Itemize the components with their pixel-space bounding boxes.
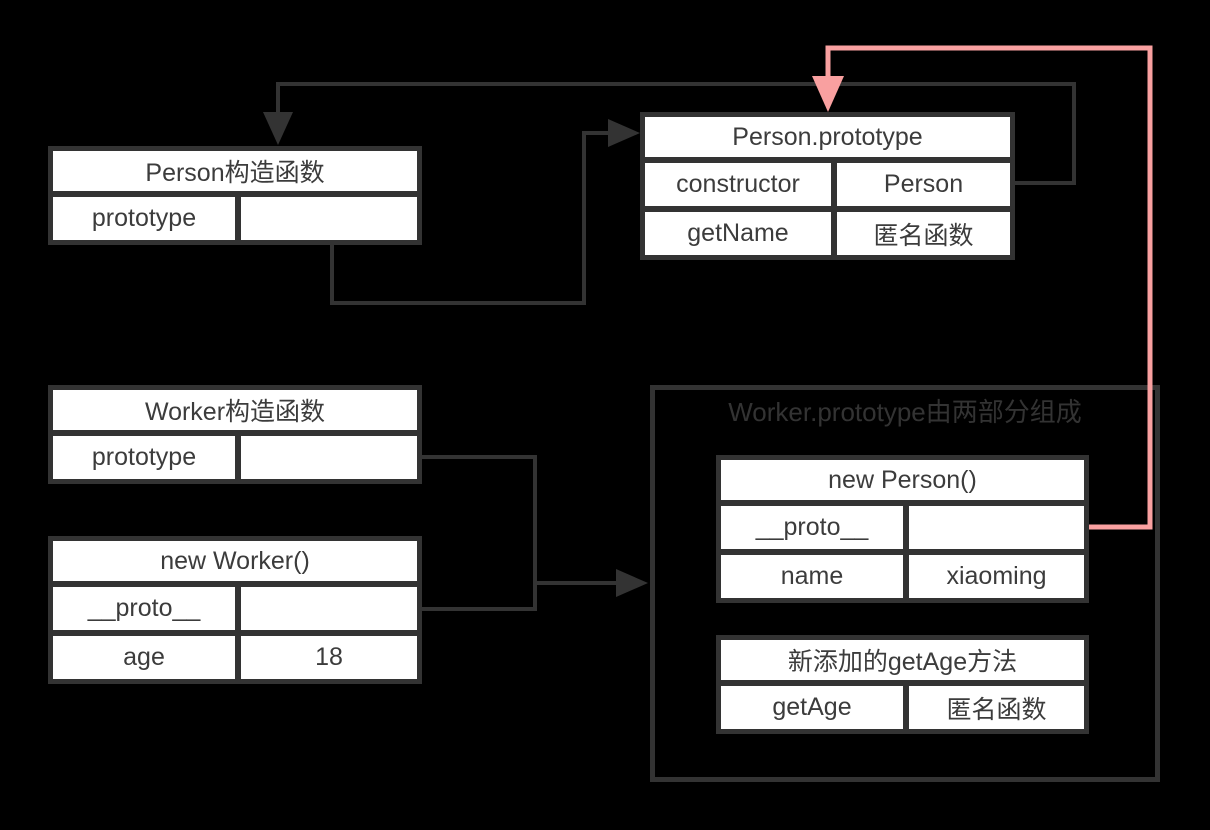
cell-key: getName bbox=[645, 212, 831, 255]
person-prototype-box: Person.prototype constructor Person getN… bbox=[640, 112, 1015, 260]
table-row: getAge 匿名函数 bbox=[721, 686, 1084, 729]
new-person-box: new Person() __proto__ name xiaoming bbox=[716, 455, 1089, 603]
arrowhead-right-icon bbox=[616, 569, 648, 597]
table-row: getName 匿名函数 bbox=[645, 212, 1010, 255]
new-worker-box: new Worker() __proto__ age 18 bbox=[48, 536, 422, 684]
cell-value bbox=[241, 436, 417, 479]
cell-key: name bbox=[721, 555, 903, 598]
cell-key: __proto__ bbox=[53, 587, 235, 630]
worker-prototype-container-title: Worker.prototype由两部分组成 bbox=[728, 397, 1082, 427]
arrow-worker-links-to-container bbox=[422, 455, 648, 611]
table-row: prototype bbox=[53, 197, 417, 240]
cell-key: prototype bbox=[53, 436, 235, 479]
table-row: age 18 bbox=[53, 636, 417, 679]
person-constructor-box: Person构造函数 prototype bbox=[48, 146, 422, 245]
cell-value: Person bbox=[837, 163, 1010, 206]
person-constructor-title: Person构造函数 bbox=[53, 151, 417, 191]
cell-key: age bbox=[53, 636, 235, 679]
table-row: constructor Person bbox=[645, 163, 1010, 206]
getage-box: 新添加的getAge方法 getAge 匿名函数 bbox=[716, 635, 1089, 734]
cell-value bbox=[241, 587, 417, 630]
cell-value: xiaoming bbox=[909, 555, 1084, 598]
table-row: prototype bbox=[53, 436, 417, 479]
cell-value: 匿名函数 bbox=[909, 686, 1084, 729]
cell-value bbox=[909, 506, 1084, 549]
table-row: __proto__ bbox=[53, 587, 417, 630]
person-prototype-title: Person.prototype bbox=[645, 117, 1010, 157]
table-row: __proto__ bbox=[721, 506, 1084, 549]
table-row: name xiaoming bbox=[721, 555, 1084, 598]
new-person-title: new Person() bbox=[721, 460, 1084, 500]
worker-constructor-box: Worker构造函数 prototype bbox=[48, 385, 422, 484]
new-worker-title: new Worker() bbox=[53, 541, 417, 581]
cell-key: prototype bbox=[53, 197, 235, 240]
cell-value bbox=[241, 197, 417, 240]
getage-box-title: 新添加的getAge方法 bbox=[721, 640, 1084, 680]
arrowhead-right-icon bbox=[608, 119, 640, 147]
arrowhead-down-icon bbox=[812, 76, 844, 112]
arrowhead-down-icon bbox=[263, 112, 293, 145]
cell-key: constructor bbox=[645, 163, 831, 206]
cell-value: 18 bbox=[241, 636, 417, 679]
cell-key: __proto__ bbox=[721, 506, 903, 549]
cell-key: getAge bbox=[721, 686, 903, 729]
worker-constructor-title: Worker构造函数 bbox=[53, 390, 417, 430]
cell-value: 匿名函数 bbox=[837, 212, 1010, 255]
